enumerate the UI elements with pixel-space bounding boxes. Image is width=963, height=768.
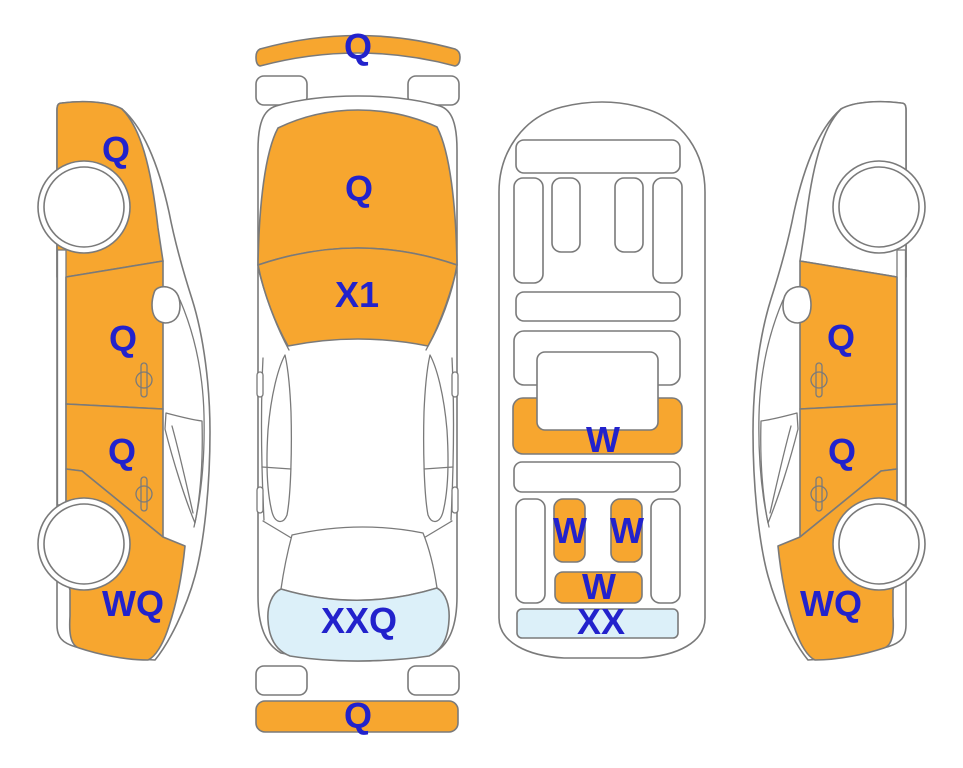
rear-seat-right (610, 498, 643, 563)
marker-right-rear-door: Q (827, 431, 857, 472)
rear-bolster-right (650, 498, 681, 604)
top-handle-front-right (451, 371, 459, 398)
front-seat-left-inner (551, 177, 581, 253)
rear-sill-panel (516, 608, 679, 639)
top-handle-front-left (256, 371, 264, 398)
dashboard (515, 139, 681, 174)
center-cross-member (515, 291, 681, 322)
marker-interior-rear-tray: W (582, 566, 616, 607)
top-view (255, 34, 461, 733)
right-rear-wheel (832, 497, 926, 591)
front-seat-right-inner (614, 177, 644, 253)
marker-interior-rear-sill: XX (576, 601, 626, 642)
right-mirror (782, 285, 812, 324)
b-pillar-line-left (261, 466, 292, 470)
rear-tray-panel (554, 571, 643, 604)
a-pillar-line-right (425, 271, 457, 351)
left-mirror (151, 285, 181, 324)
front-seat-right-outer (652, 177, 683, 284)
right-rocker-panel (896, 249, 907, 509)
marker-rear-bumper: Q (343, 695, 373, 736)
taillight-left (255, 665, 308, 696)
marker-right-rear-quarter: WQ (800, 583, 862, 624)
left-rocker-panel (56, 249, 67, 509)
marker-left-front-door: Q (108, 318, 138, 359)
top-handle-rear-right (451, 486, 459, 514)
right-side-view (752, 100, 926, 661)
interior-view (498, 101, 706, 659)
side-window-left (266, 354, 293, 523)
rear-bumper (255, 700, 459, 733)
left-rear-wheel (37, 497, 131, 591)
trunk-panel (267, 587, 450, 662)
marker-interior-rear-seat-right: W (610, 510, 644, 551)
marker-left-rear-door: Q (107, 431, 137, 472)
c-pillar-line-right (421, 520, 453, 540)
marker-hood: Q (344, 168, 374, 209)
front-bumper (255, 34, 461, 67)
a-pillar-line-left (258, 271, 290, 351)
marker-left-rear-quarter: WQ (102, 583, 164, 624)
b-pillar-line-right (423, 466, 454, 470)
side-window-right (422, 354, 449, 523)
center-console-box (536, 351, 659, 431)
marker-front-bumper: Q (343, 26, 373, 67)
left-front-wheel (37, 160, 131, 254)
rear-window (280, 526, 438, 601)
marker-windshield: X1 (334, 274, 380, 315)
front-seat-left-outer (513, 177, 544, 284)
marker-left-front-fender: Q (101, 129, 131, 170)
top-handle-rear-left (256, 486, 264, 514)
marker-interior-rear-seat-left: W (553, 510, 587, 551)
right-front-wheel (832, 160, 926, 254)
left-side-view (37, 100, 211, 661)
rear-cross-member (513, 461, 681, 493)
rear-seat-left (553, 498, 586, 563)
marker-right-front-door: Q (826, 317, 856, 358)
marker-trunk: XXQ (320, 600, 398, 641)
taillight-right (407, 665, 460, 696)
marker-interior-rear-deck: W (586, 419, 620, 460)
c-pillar-line-left (262, 520, 294, 540)
rear-bolster-left (515, 498, 546, 604)
